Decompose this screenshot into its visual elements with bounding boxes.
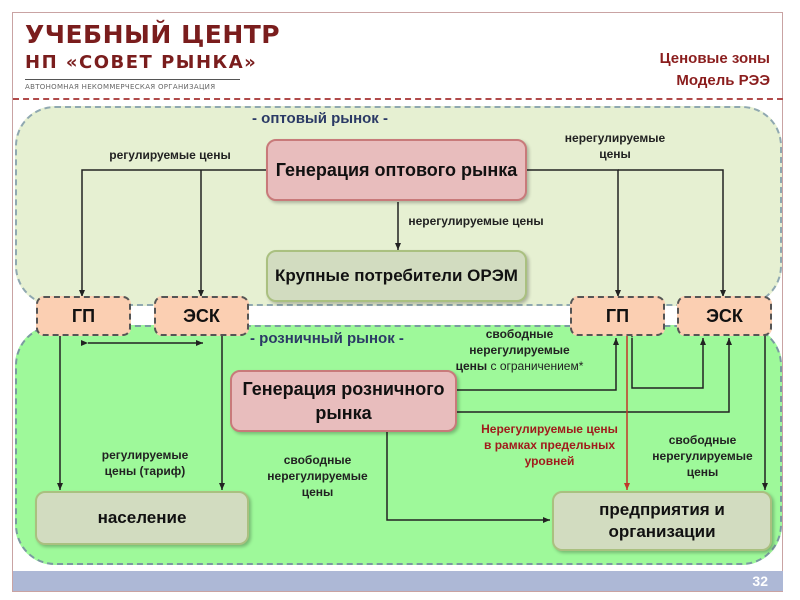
node-esk-left[interactable]: ЭСК (154, 296, 249, 336)
footer-bar (13, 571, 783, 591)
page-number: 32 (752, 573, 768, 589)
node-population[interactable]: население (35, 491, 249, 545)
label-free-unregulated-right: свободные нерегулируемые цены (652, 433, 753, 479)
node-esk-right[interactable]: ЭСК (677, 296, 772, 336)
node-gp-left[interactable]: ГП (36, 296, 131, 336)
label-free-unregulated-limited-bold: свободные нерегулируемые цены (455, 327, 570, 373)
label-free-unregulated-center: свободные нерегулируемые цены (267, 453, 368, 499)
slide-title-line2: Модель РЭЭ (676, 72, 770, 89)
retail-zone-label: - розничный рынок - (250, 330, 404, 347)
label-unregulated-within-limits: Нерегулируемые цены в рамках предельных … (481, 422, 618, 468)
node-wholesale-generation[interactable]: Генерация оптового рынка (266, 139, 527, 201)
label-free-unregulated-limited-normal: с ограничением* (490, 359, 584, 373)
wholesale-zone-label: - оптовый рынок - (252, 110, 388, 127)
label-regulated-prices: регулируемые цены (109, 148, 231, 162)
label-regulated-tariff: регулируемые цены (тариф) (101, 448, 189, 478)
node-retail-generation[interactable]: Генерация розничного рынка (230, 370, 457, 432)
node-enterprises[interactable]: предприятия и организации (552, 491, 772, 551)
logo-tagline: АВТОНОМНАЯ НЕКОММЕРЧЕСКАЯ ОРГАНИЗАЦИЯ (25, 83, 216, 91)
header-divider (13, 98, 783, 100)
label-free-unregulated-limited: свободные нерегулируемые цены с ограниче… (452, 326, 587, 374)
label-unregulated-prices-center: нерегулируемые цены (408, 214, 544, 228)
logo-subtitle-org: НП «СОВЕТ РЫНКА» (25, 52, 258, 73)
slide-title-line1: Ценовые зоны (659, 50, 770, 67)
node-gp-right[interactable]: ГП (570, 296, 665, 336)
node-large-consumers[interactable]: Крупные потребители ОРЭМ (266, 250, 527, 302)
logo-divider (25, 79, 240, 80)
label-unregulated-prices-right: нерегулируемые цены (564, 131, 666, 161)
slide-title: Ценовые зоны Модель РЭЭ (660, 48, 770, 92)
logo-title: УЧЕБНЫЙ ЦЕНТР (25, 20, 281, 49)
